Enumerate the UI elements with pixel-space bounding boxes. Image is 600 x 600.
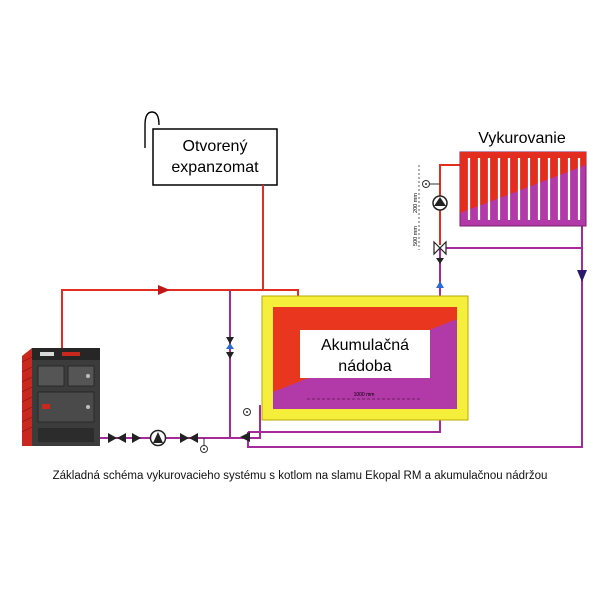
bypass-valves [226,337,234,359]
mixing-valve-icon [433,240,447,256]
flow-arrow-icon [577,270,587,282]
tank-dimension-label: 1000 mm [354,392,375,398]
radiator-return-line [440,225,583,249]
radiator-fins [467,158,581,220]
flow-arrow-icon [158,285,170,295]
diagram-caption: Základná schéma vykurovacieho systému s … [52,470,548,482]
radiator-circuit-fittings: 200 mm 500 mm [413,165,448,288]
heating-label: Vykurovanie [478,130,566,147]
tank-label-line1: Akumulačná [321,337,409,354]
boiler-return-fittings [108,408,251,453]
boiler-icon [21,348,100,446]
vent-hook-icon [144,111,160,126]
tank-label-box [300,330,430,378]
expansion-tank-box [152,128,278,186]
expansion-tank-label-line1: Otvorený [183,138,248,155]
pump-dimension-label: 200 mm [413,193,419,213]
mixer-dimension-label: 500 mm [413,226,419,246]
radiator: Vykurovanie [459,130,587,227]
radiator-supply-line [439,164,462,245]
check-valve-icon [226,337,234,344]
expansion-tank: Otvorený expanzomat [144,111,278,186]
check-valve-icon [436,281,444,288]
check-valve-icon [226,352,234,359]
check-valve-icon [226,343,234,349]
flow-arrow-icon [240,432,250,442]
expansion-tank-label-line2: expanzomat [171,159,259,176]
accumulation-tank: Akumulačná nádoba 1000 mm [261,295,469,421]
tank-label-line2: nádoba [338,358,391,375]
